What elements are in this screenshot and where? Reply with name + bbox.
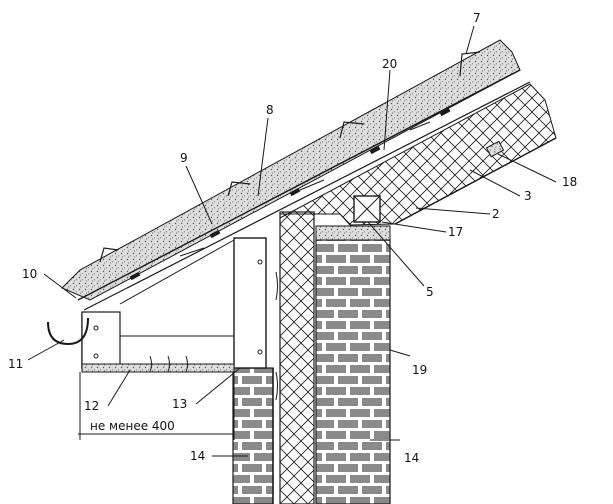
- dimension-label: не менее 400: [90, 419, 175, 433]
- callout-20: 20: [382, 57, 397, 71]
- callout-17: 17: [448, 225, 463, 239]
- membrane-line: [77, 69, 521, 301]
- callout-12: 12: [84, 399, 99, 413]
- outer-brick-wall: [232, 367, 274, 504]
- callout-13: 13: [172, 397, 187, 411]
- wall-top-screed: [315, 225, 391, 241]
- fascia-board: [233, 237, 267, 369]
- batten-marks: [129, 107, 451, 281]
- gutter: [47, 317, 89, 346]
- rafter-top-line: [83, 81, 531, 311]
- callout-10: 10: [22, 267, 37, 281]
- callout-18: 18: [562, 175, 577, 189]
- callout-14-left: 14: [190, 449, 205, 463]
- callout-8: 8: [266, 103, 274, 117]
- eave-brace: [119, 239, 235, 305]
- callout-labels: 7 20 8 9 3 18 2 17 10 5 11 19 12 13 14 1…: [8, 11, 577, 465]
- callout-11: 11: [8, 357, 23, 371]
- callout-9: 9: [180, 151, 188, 165]
- leader-lines: [27, 25, 557, 457]
- wall-insulation: [279, 211, 315, 504]
- roof-vapour-barrier: [394, 137, 557, 225]
- airflow-marks: [149, 121, 431, 401]
- callout-2: 2: [492, 207, 500, 221]
- callout-14-right: 14: [404, 451, 419, 465]
- callout-3: 3: [524, 189, 532, 203]
- callout-7: 7: [473, 11, 481, 25]
- inner-brick-wall: [315, 239, 391, 504]
- callout-19: 19: [412, 363, 427, 377]
- roof-covering-layer: [61, 39, 521, 301]
- soffit-lining: [81, 363, 235, 373]
- callout-5: 5: [426, 285, 434, 299]
- roof-tile-steps: [99, 51, 481, 263]
- element-18: [485, 140, 505, 158]
